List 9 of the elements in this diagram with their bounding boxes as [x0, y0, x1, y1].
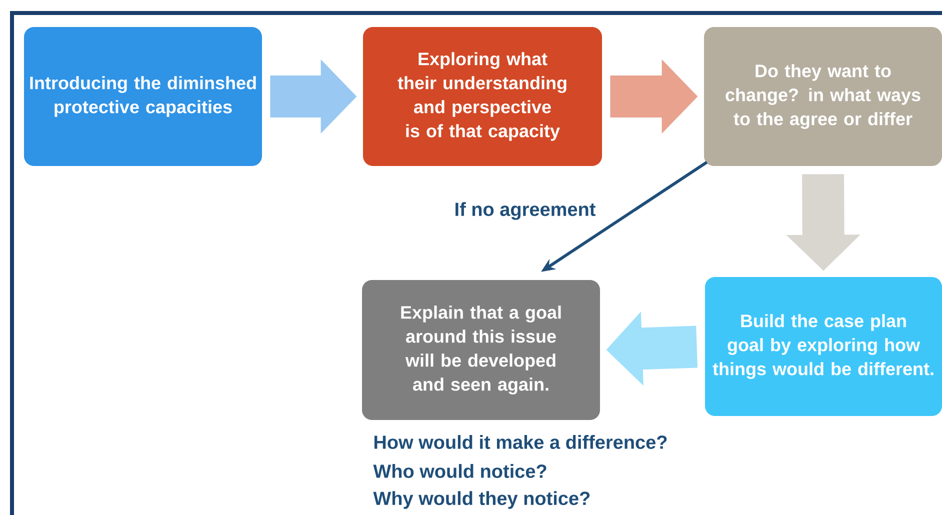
- edge-label: If no agreement: [452, 200, 598, 222]
- process-box: Exploring what their understanding and perspective is of that capacity: [363, 27, 602, 166]
- question-text: How would it make a difference?: [374, 435, 667, 449]
- question-text: Who would notice?: [373, 464, 546, 478]
- question-text: Why would they notice?: [373, 491, 590, 509]
- process-box: Do they want to change? in what ways to the agree or differ: [704, 27, 942, 166]
- process-box: Build the case plan goal by exploring how things would be different.: [705, 277, 942, 416]
- process-box: Introducing the diminshed protective capacities: [24, 27, 262, 166]
- process-box: Explain that a goal around this issue will be developed and seen again.: [362, 280, 600, 420]
